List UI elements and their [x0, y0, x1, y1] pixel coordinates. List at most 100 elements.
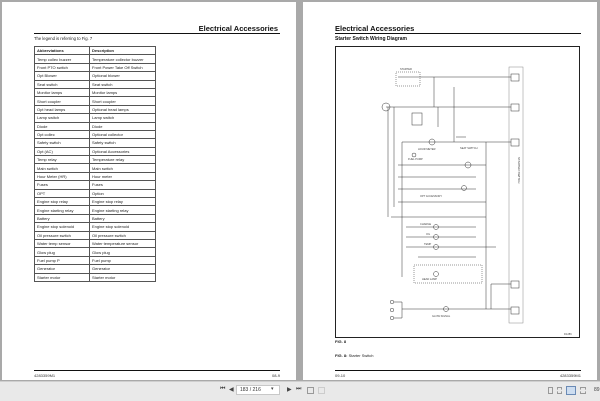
page-right: Electrical Accessories Starter Switch Wi… [303, 2, 597, 380]
diagram-label: SEAT SWITCH [460, 146, 478, 150]
continuous-view-icon[interactable] [557, 387, 562, 394]
page-number-input[interactable]: 183 / 216 [236, 385, 280, 395]
abbreviation-cell: Generator [34, 264, 90, 274]
fig-number: FIG. 8 [335, 339, 347, 344]
head-lamp-box [413, 264, 483, 284]
description-cell: Optional collector [89, 129, 156, 140]
abbreviation-cell: Battery [34, 213, 90, 224]
abbreviation-cell: Fuel pump P [34, 255, 90, 266]
abbreviation-cell: Starter motor [34, 272, 90, 282]
section-title: Electrical Accessories [335, 24, 415, 33]
abbreviation-cell: Opt head lamps [34, 104, 90, 115]
diagram-label: GLOW SIGNAL [432, 314, 451, 318]
zoom-level[interactable]: 89 [594, 387, 600, 393]
connector-terminal [510, 73, 520, 82]
description-cell: Safety switch [89, 138, 156, 148]
description-cell: Monitor lamps [89, 87, 156, 98]
abbreviation-cell: Engine starting relay [34, 205, 90, 215]
connector-label: STARTER SWITCH [517, 157, 521, 183]
abbreviation-cell: Lamp switch [34, 113, 90, 123]
diagram-label: CHARGE [420, 222, 431, 226]
abbreviation-cell: Temp relay [34, 155, 90, 165]
intro-text: The legend is referring to Fig. 7 [34, 36, 93, 41]
fig-caption-text: Starter Switch [348, 353, 374, 358]
two-page-view-icon[interactable] [566, 386, 576, 395]
navigation-toolbar: ⏮ ◀ 183 / 216 ▾ ▶ ⏭ 89 [0, 381, 600, 401]
description-cell: Temperature collector buzzer [89, 54, 156, 64]
description-cell: Optional Accessories [89, 146, 156, 157]
description-cell: Front Power Take Off Switch [89, 62, 156, 73]
description-cell: Fuel pump [89, 255, 156, 266]
prev-page-icon[interactable]: ◀ [229, 387, 234, 393]
diagram-label: STARTER [400, 67, 412, 71]
page-dropdown-icon[interactable]: ▾ [271, 386, 274, 392]
first-page-icon[interactable]: ⏮ [220, 386, 226, 392]
two-page-continuous-view-icon[interactable] [580, 387, 586, 394]
description-cell: Optional blower [89, 71, 156, 81]
description-cell: Battery [89, 213, 156, 224]
description-cell: Optional head lamps [89, 104, 156, 115]
diagram-ref: D1286 [564, 332, 572, 336]
abbreviation-cell: Engine stop relay [34, 197, 90, 207]
next-page-icon[interactable]: ▶ [287, 387, 292, 393]
abbreviation-cell: Diode [34, 121, 90, 131]
connector-terminal [510, 306, 520, 315]
diagram-label: OIL [426, 232, 431, 236]
paste-page-icon[interactable] [318, 387, 325, 394]
abbreviation-cell: Engine stop solenoid [34, 222, 90, 232]
diagram-label: TEMP [424, 242, 431, 246]
table-row: Hour Meter (HR)Hour meter [34, 171, 156, 182]
single-page-view-icon[interactable] [548, 387, 553, 394]
abbreviation-cell: OPT [34, 188, 90, 199]
header-description: Description [89, 45, 156, 56]
doc-number: 4283359M1 [34, 373, 56, 378]
footer-rule [335, 370, 581, 371]
legend-table: Abbreviations Description Temp collec bu… [34, 45, 156, 282]
section-title: Electrical Accessories [198, 24, 278, 33]
abbreviation-cell: Opt (AC) [34, 146, 90, 157]
description-cell: Main switch [89, 163, 156, 173]
table-row: Opt (AC)Optional Accessories [34, 146, 156, 157]
abbreviation-cell: Oil pressure switch [34, 230, 90, 241]
header-abbreviations: Abbreviations [34, 45, 90, 56]
description-cell: Option [89, 188, 156, 199]
abbreviation-cell: Safety switch [34, 138, 90, 148]
header-rule [34, 33, 280, 34]
last-page-icon[interactable]: ⏭ [296, 386, 302, 392]
abbreviation-cell: Opt collec [34, 129, 90, 140]
page-indicator: 183 / 216 [240, 387, 261, 393]
connector-terminal [510, 103, 520, 112]
connector-block [508, 66, 524, 324]
description-cell: Hour meter [89, 171, 156, 182]
description-cell: Oil pressure switch [89, 230, 156, 241]
diagram-label: HOUR METER [418, 147, 436, 151]
description-cell: Engine stop relay [89, 197, 156, 207]
diagram-label: HEAD LAMP [422, 277, 437, 281]
wiring-diagram: STARTER HEAD LAMP CHARGE OIL TEMP OPT AC… [335, 46, 580, 338]
description-cell: Diode [89, 121, 156, 131]
abbreviation-cell: Monitor lamps [34, 87, 90, 98]
copy-page-icon[interactable] [307, 387, 314, 394]
fig-label: FIG. 8 [335, 339, 346, 344]
abbreviation-cell: Hour Meter (HR) [34, 171, 90, 182]
description-cell: Starter motor [89, 272, 156, 282]
abbreviation-cell: Short coupler [34, 96, 90, 106]
connector-terminal [510, 280, 520, 289]
abbreviation-cell: Glow plug [34, 247, 90, 257]
